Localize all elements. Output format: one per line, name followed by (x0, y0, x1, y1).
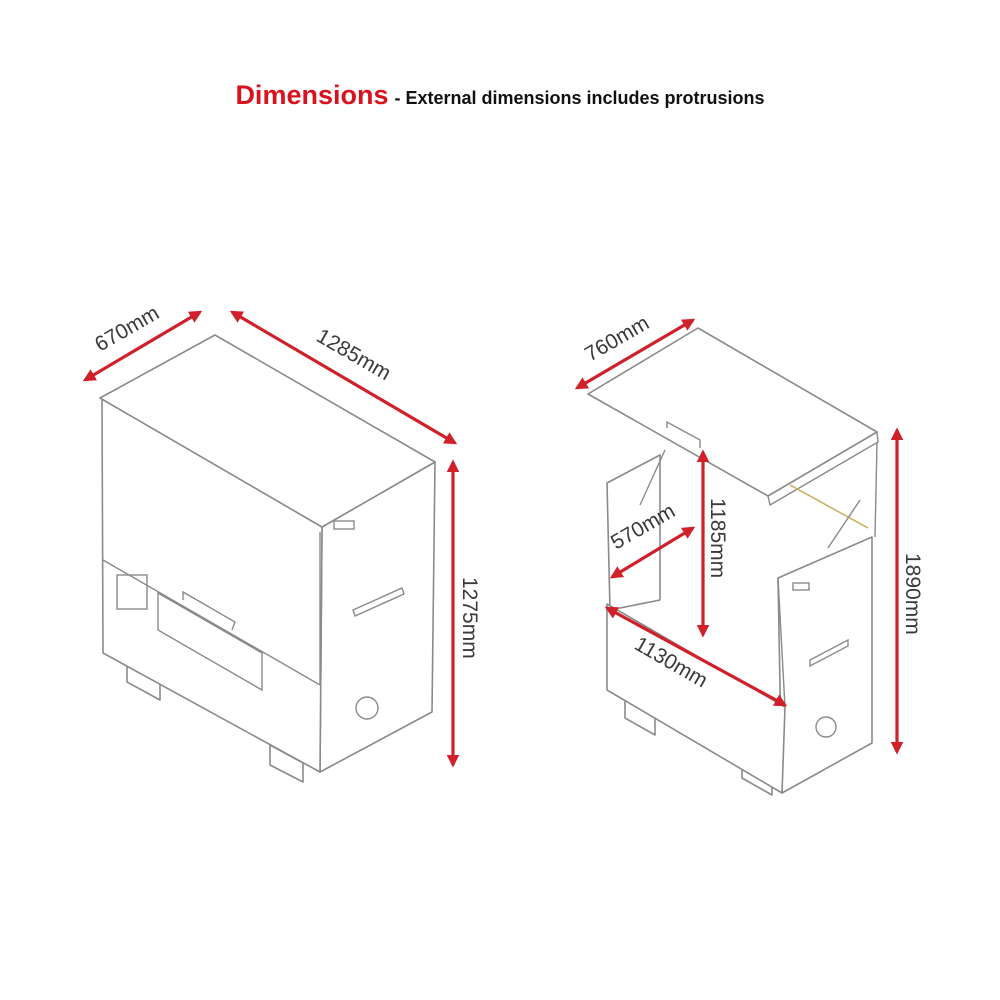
open-box-side-handle (809, 638, 849, 668)
closed-box-lid-edge (102, 559, 321, 686)
arrow-closed-depth (82, 310, 203, 382)
closed-box-brand-panel (157, 591, 263, 692)
arrow-lid-depth (574, 318, 696, 390)
page-title: Dimensions- External dimensions includes… (0, 80, 1000, 111)
label-overall-height: 1890mm (901, 553, 924, 635)
open-box-drawing (587, 327, 879, 796)
open-box-right-side (777, 536, 873, 794)
closed-box-logo-plate (116, 574, 148, 610)
open-box-hinge-rod (789, 484, 869, 529)
label-lid-depth: 760mm (581, 311, 653, 366)
open-box-gas-strut-right (827, 499, 861, 549)
open-box-gas-strut-left (639, 449, 666, 506)
closed-box-badge (355, 696, 379, 720)
label-closed-depth: 670mm (91, 301, 163, 356)
arrow-opening-width (604, 606, 788, 707)
title-subtitle: - External dimensions includes protrusio… (394, 88, 765, 108)
open-box-lid-edge (767, 431, 879, 507)
title-dimensions: Dimensions (235, 80, 389, 110)
open-box-lid-handle (666, 420, 701, 448)
open-box-front-panel (606, 603, 786, 794)
arrow-closed-width (229, 310, 458, 445)
open-box-badge (815, 716, 837, 738)
open-box-lock (792, 582, 810, 591)
open-box-lid-side (874, 441, 878, 538)
label-closed-width: 1285mm (313, 324, 395, 385)
closed-box-lock (333, 520, 355, 530)
label-opening-height: 1185mm (706, 498, 729, 578)
label-closed-height: 1275mm (458, 577, 481, 659)
closed-box-side-handle (352, 587, 405, 617)
closed-box-front-handle (182, 590, 236, 631)
arrow-opening-depth (609, 526, 696, 579)
